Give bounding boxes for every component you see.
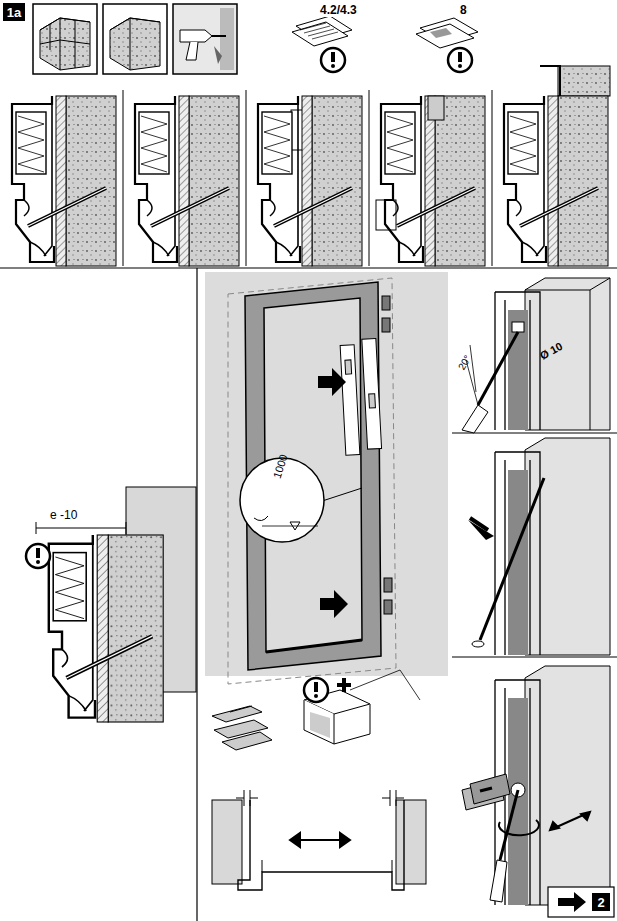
dimension-label: 8 <box>458 3 469 17</box>
step-text: 1a <box>7 5 21 20</box>
dimension-label: 4.2/4.3 <box>318 3 359 17</box>
step-text: 2 <box>597 895 604 910</box>
next-step-number: 2 <box>592 893 610 911</box>
dimension-label: e -10 <box>48 508 79 522</box>
step-number: 1a <box>3 3 25 21</box>
